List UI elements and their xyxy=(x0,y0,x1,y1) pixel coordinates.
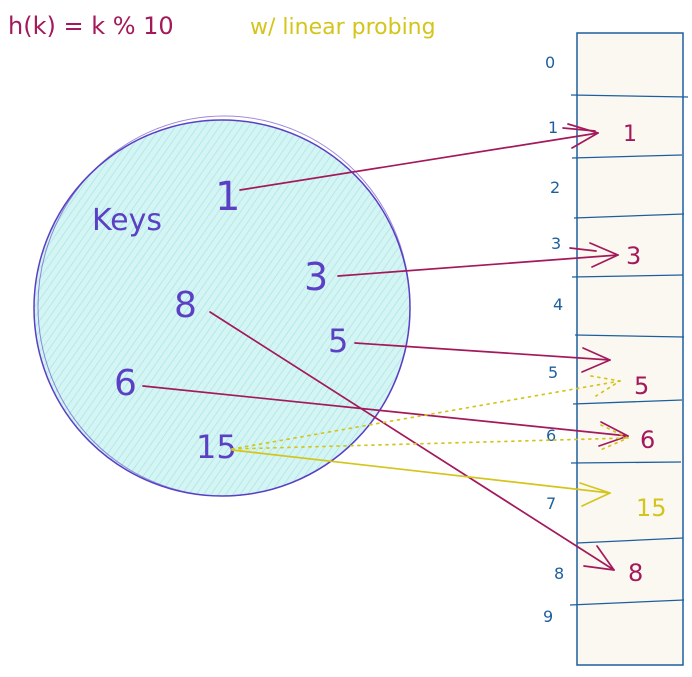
slot-value-5: 5 xyxy=(634,372,649,400)
key-8: 8 xyxy=(174,285,197,326)
key-1: 1 xyxy=(215,174,240,220)
keys-set-label: Keys xyxy=(92,203,162,238)
key-15: 15 xyxy=(196,428,237,466)
probe-to-slot-6 xyxy=(231,424,629,452)
hash-table: 0 1 2 3 4 5 6 7 8 9 1 3 5 6 15 8 xyxy=(543,32,689,666)
slot-divider xyxy=(570,94,689,98)
slot-divider xyxy=(572,399,683,405)
arrow-key-15 xyxy=(231,449,611,507)
keys-set: Keys 1 3 8 5 6 15 xyxy=(33,115,411,497)
keys-set-circle-sketch xyxy=(37,115,411,497)
hash-table-box xyxy=(576,32,684,666)
arrow-slot-3-pointer xyxy=(569,247,597,252)
slot-divider xyxy=(569,599,685,606)
key-6: 6 xyxy=(114,363,137,404)
slot-index-1: 1 xyxy=(548,118,558,137)
arrow-key-1 xyxy=(239,123,599,191)
arrow-key-5 xyxy=(354,342,611,373)
arrow-slot-1-pointer xyxy=(562,127,596,132)
arrow-key-6 xyxy=(142,385,629,447)
slot-divider xyxy=(573,213,685,219)
arrow-key-3 xyxy=(337,242,619,277)
slot-index-6: 6 xyxy=(546,426,556,445)
slot-divider xyxy=(576,537,684,544)
slot-value-3: 3 xyxy=(626,242,641,270)
probe-to-slot-5 xyxy=(231,375,621,450)
slot-index-7: 7 xyxy=(546,494,556,513)
probing-note: w/ linear probing xyxy=(250,15,436,40)
slot-index-4: 4 xyxy=(553,295,563,314)
mapping-arrows xyxy=(142,123,629,571)
slot-divider xyxy=(571,274,684,278)
arrow-key-8 xyxy=(209,311,615,571)
key-5: 5 xyxy=(328,322,348,360)
slot-value-6: 6 xyxy=(640,426,655,454)
slot-index-0: 0 xyxy=(545,53,555,72)
key-3: 3 xyxy=(304,255,328,299)
slot-index-2: 2 xyxy=(550,178,560,197)
hash-function-title: h(k) = k % 10 xyxy=(8,12,174,40)
slot-index-5: 5 xyxy=(548,363,558,382)
slot-index-3: 3 xyxy=(551,234,561,253)
slot-divider xyxy=(574,334,685,338)
slot-value-1: 1 xyxy=(623,122,637,147)
slot-divider xyxy=(571,154,683,159)
slot-index-8: 8 xyxy=(554,564,564,583)
probe-arrows xyxy=(231,375,629,507)
slot-divider xyxy=(570,461,682,464)
slot-index-9: 9 xyxy=(543,607,553,626)
slot-value-8: 8 xyxy=(628,559,643,587)
slot-value-15: 15 xyxy=(636,494,667,522)
